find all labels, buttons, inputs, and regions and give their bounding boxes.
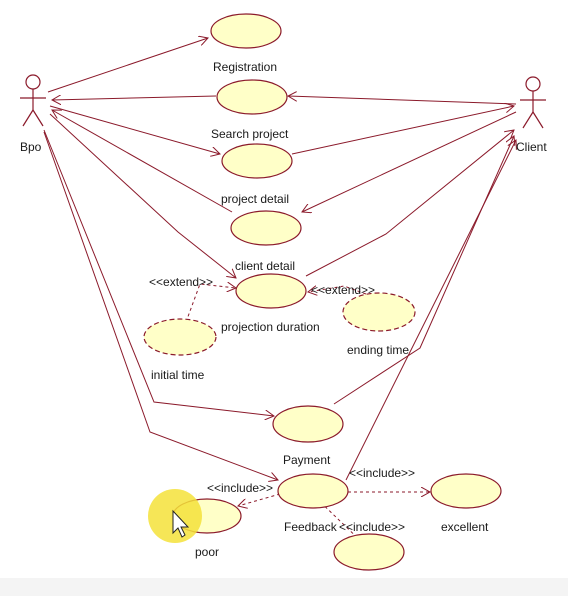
- usecase-bottom[interactable]: [333, 533, 405, 571]
- actor-client-label: Client: [516, 140, 547, 154]
- extend-label-left: <<extend>>: [149, 275, 213, 289]
- usecase-poor-label: poor: [195, 545, 219, 559]
- usecase-projection-duration[interactable]: [235, 273, 307, 309]
- assoc-projection-duration-client: [305, 130, 514, 277]
- assoc-bpo-client-detail: [49, 113, 236, 278]
- assoc-usecase-to-bpo: [52, 96, 217, 100]
- usecase-feedback-label: Feedback: [284, 520, 338, 534]
- mouse-pointer-icon: [148, 489, 202, 543]
- extend-label-right: <<extend>>: [311, 283, 375, 297]
- include-label-bottom: <<include>>: [339, 520, 405, 534]
- associations: [43, 38, 517, 481]
- usecase-payment[interactable]: [272, 405, 344, 443]
- assoc-bpo-search-project: [49, 105, 220, 154]
- usecase-projection-duration-label: projection duration: [221, 320, 320, 334]
- usecase-ending-time-label: ending time: [347, 343, 409, 357]
- actor-bpo-label: Bpo: [20, 140, 42, 154]
- include-label-poor: <<include>>: [207, 481, 273, 495]
- assoc-bpo-registration: [47, 38, 208, 93]
- assoc-client-project-detail: [302, 111, 517, 212]
- assoc-client-usecase: [288, 96, 517, 105]
- assoc-search-project-client: [291, 106, 514, 155]
- include-poor: [238, 493, 281, 506]
- usecase-excellent[interactable]: [430, 473, 502, 509]
- usecase-search-project-label: Search project: [211, 127, 289, 141]
- actor-bpo-figure[interactable]: [20, 74, 46, 127]
- assoc-project-detail-bpo: [52, 110, 233, 213]
- usecase-project-detail[interactable]: [221, 143, 293, 179]
- usecase-initial-time-label: initial time: [151, 368, 205, 382]
- usecase-search-project[interactable]: [216, 79, 288, 115]
- usecase-client-detail-label: client detail: [235, 259, 295, 273]
- usecase-registration-label: Registration: [213, 60, 277, 74]
- usecase-project-detail-label: project detail: [221, 192, 289, 206]
- actor-client-figure[interactable]: [520, 76, 546, 129]
- usecase-client-detail[interactable]: [230, 210, 302, 246]
- usecase-initial-time[interactable]: [143, 318, 217, 356]
- usecase-feedback[interactable]: [277, 473, 349, 509]
- usecase-payment-label: Payment: [283, 453, 331, 467]
- assoc-payment-client: [333, 136, 514, 405]
- usecase-registration[interactable]: [210, 13, 282, 49]
- extend-initial-time: [185, 284, 236, 323]
- include-label-excellent: <<include>>: [349, 466, 415, 480]
- assoc-feedback-client: [345, 140, 516, 481]
- assoc-bpo-payment: [43, 129, 274, 416]
- assoc-bpo-feedback: [43, 131, 278, 480]
- extend-ending-time: [308, 285, 367, 294]
- usecase-excellent-label: excellent: [441, 520, 489, 534]
- bottom-strip: [0, 578, 568, 596]
- usecase-ending-time[interactable]: [342, 292, 416, 332]
